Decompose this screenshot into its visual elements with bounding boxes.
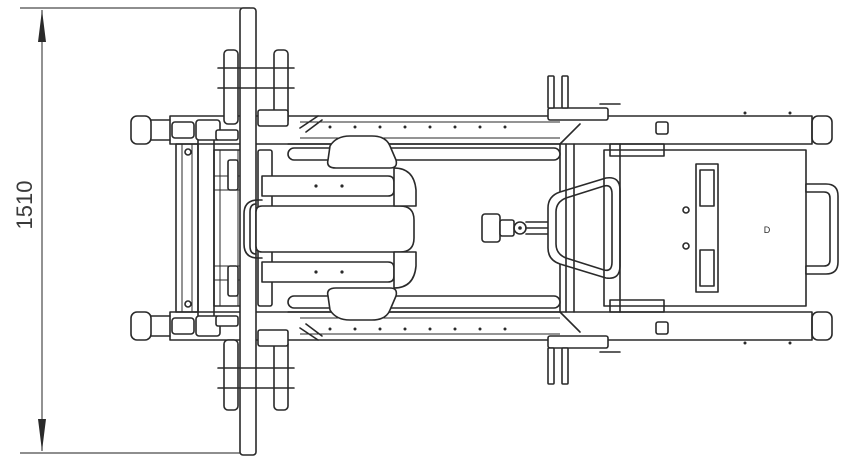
dimension-label: 1510 <box>12 181 37 230</box>
handle-assembly <box>243 135 417 321</box>
dimension-annotation: 1510 <box>12 7 250 454</box>
left-end-caps <box>130 115 171 341</box>
left-cross-frame <box>171 119 245 337</box>
right-frame: O O D <box>547 75 839 385</box>
mark-d: D <box>764 225 771 235</box>
right-end-caps <box>811 115 833 341</box>
pivot-bracket <box>481 213 549 243</box>
seat-backrest <box>547 176 621 280</box>
